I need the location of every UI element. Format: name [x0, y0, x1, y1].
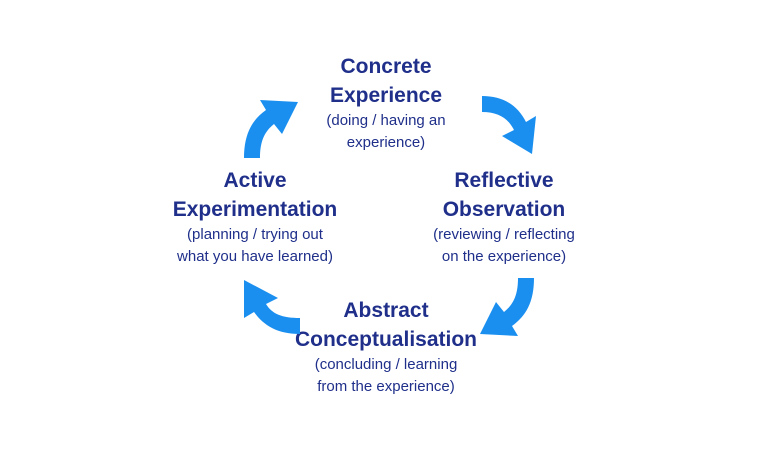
- curved-arrow-icon-top-right: [482, 96, 536, 154]
- stage-reflective-observation: Reflective Observation (reviewing / refl…: [404, 166, 604, 268]
- stage-concrete-experience: Concrete Experience (doing / having an e…: [286, 52, 486, 154]
- stage-desc-line1: (concluding / learning: [314, 356, 458, 373]
- stage-title-line2: Observation: [442, 198, 566, 221]
- stage-title-line1: Abstract: [343, 299, 429, 322]
- curved-arrow-icon-bottom-left: [244, 280, 300, 334]
- stage-desc-line2: from the experience): [317, 378, 455, 395]
- stage-desc-line1: (reviewing / reflecting: [433, 226, 575, 243]
- curved-arrow-icon-right-bottom: [480, 278, 534, 336]
- stage-title-line1: Active: [223, 169, 287, 192]
- stage-title-line2: Experimentation: [172, 198, 338, 221]
- stage-active-experimentation: Active Experimentation (planning / tryin…: [150, 166, 360, 268]
- stage-desc-line2: experience): [346, 134, 426, 151]
- stage-title-line1: Concrete: [340, 55, 432, 78]
- curved-arrow-icon-left-top: [244, 100, 298, 158]
- stage-title-line2: Experience: [329, 84, 443, 107]
- stage-title-line2: Conceptualisation: [294, 328, 478, 351]
- stage-desc-line2: what you have learned): [177, 248, 333, 265]
- stage-abstract-conceptualisation: Abstract Conceptualisation (concluding /…: [262, 296, 510, 398]
- stage-title-line1: Reflective: [454, 169, 554, 192]
- stage-desc-line2: on the experience): [441, 248, 567, 265]
- stage-desc-line1: (planning / trying out: [187, 226, 323, 243]
- stage-desc-line1: (doing / having an: [326, 112, 446, 129]
